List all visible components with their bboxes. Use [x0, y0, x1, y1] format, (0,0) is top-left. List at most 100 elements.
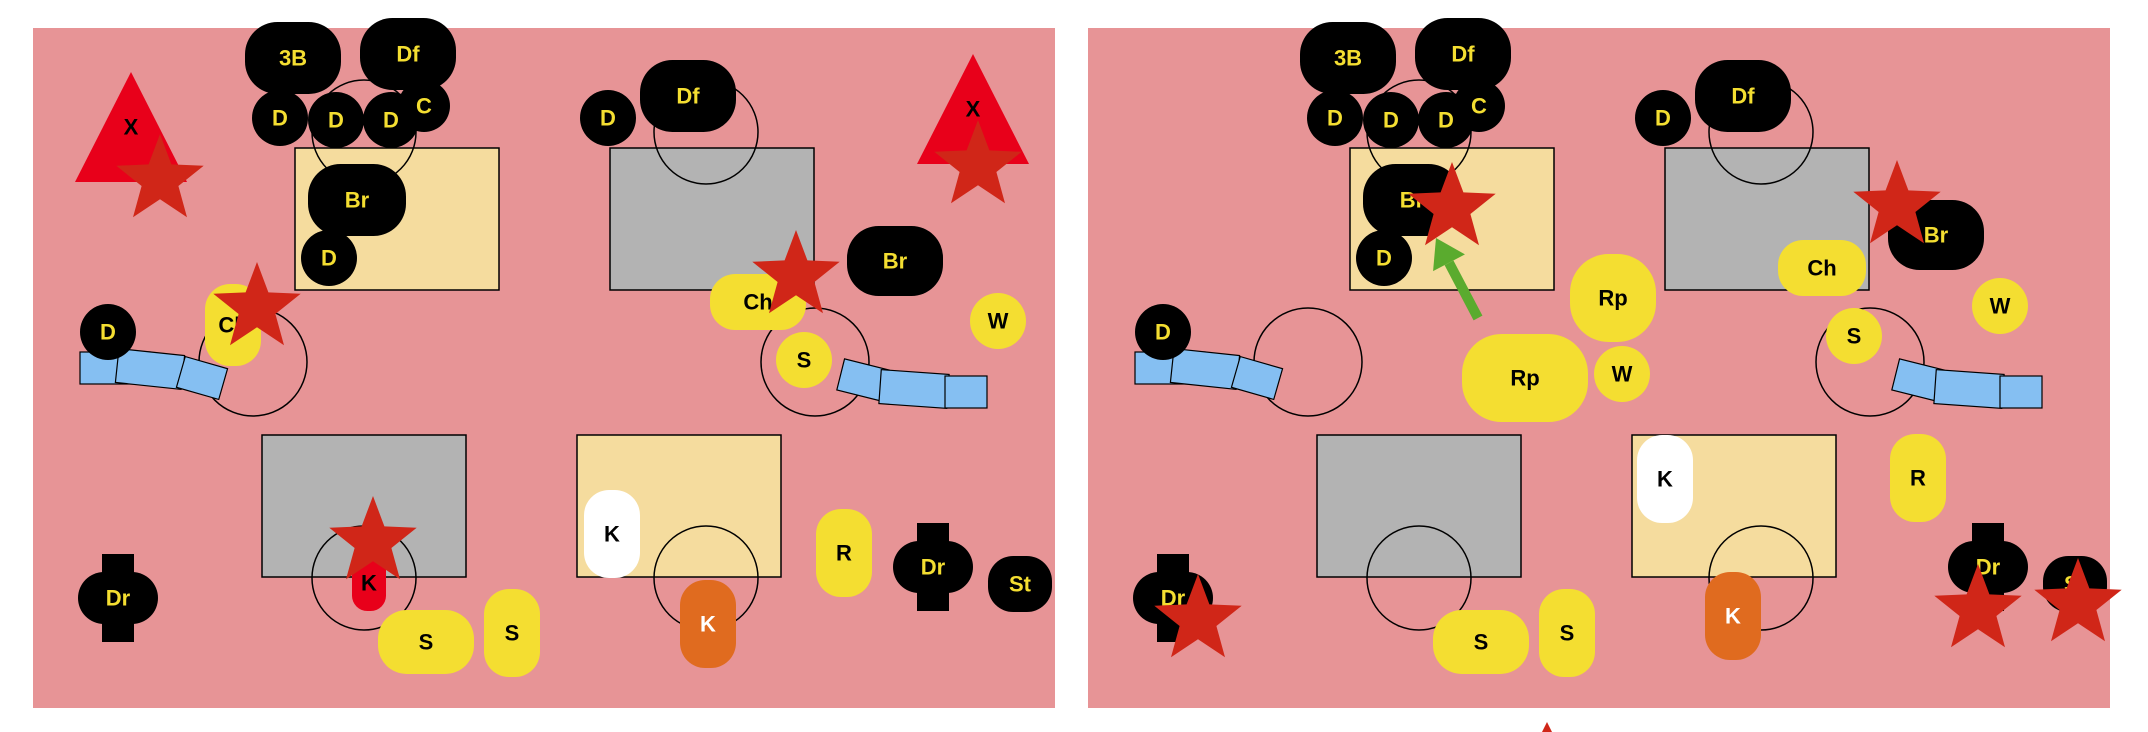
star-icon	[329, 496, 417, 580]
star-icon	[213, 262, 301, 346]
token-body	[245, 22, 341, 94]
token-s-left-19: S	[484, 589, 540, 677]
token-label: Rp	[1598, 286, 1627, 311]
token-label: D	[1376, 246, 1392, 271]
star-icon	[2034, 558, 2122, 642]
arrow-shaft	[1444, 260, 1483, 321]
token-body	[1363, 92, 1419, 148]
token-label: Rp	[1510, 366, 1539, 391]
token-body	[360, 18, 456, 90]
star-icon	[1853, 160, 1941, 244]
token-body	[1635, 90, 1691, 146]
token-d-right-3: D	[1363, 92, 1419, 148]
token-label: W	[1990, 294, 2011, 319]
token-body	[398, 80, 450, 132]
token-body	[1826, 308, 1882, 364]
token-s-left-14: S	[776, 332, 832, 388]
token-d-left-7: D	[301, 230, 357, 286]
token-label: D	[100, 320, 116, 345]
token-body	[1705, 572, 1761, 660]
star-icon	[934, 120, 1022, 204]
token-label: D	[321, 246, 337, 271]
token-body	[776, 332, 832, 388]
token-s-right-16: S	[1826, 308, 1882, 364]
token-k-right-18: K	[1637, 435, 1693, 523]
token-df-right-9: Df	[1695, 60, 1791, 132]
token-br-left-6: Br	[308, 164, 406, 236]
star-icon	[1154, 574, 1242, 658]
bench-block-right-5	[1999, 375, 2043, 409]
token-d-right-8: D	[1635, 90, 1691, 146]
token-r-right-19: R	[1890, 434, 1946, 522]
token-body	[816, 509, 872, 597]
token-s-right-23: S	[1433, 610, 1529, 674]
token-body	[1948, 541, 2028, 593]
token-body	[584, 490, 640, 578]
token-ch-right-11: Ch	[1778, 240, 1866, 296]
token-body	[80, 304, 136, 360]
token-body	[308, 92, 364, 148]
token-body	[580, 90, 636, 146]
token-df-left-9: Df	[640, 60, 736, 132]
token-label: Dr	[106, 586, 131, 611]
token-body	[988, 556, 1052, 612]
token-body	[1594, 346, 1650, 402]
token-label: Br	[883, 249, 908, 274]
token-label: D	[328, 108, 344, 133]
token-body	[1433, 610, 1529, 674]
token-label: 3B	[1334, 46, 1362, 71]
token-label: Dr	[921, 555, 946, 580]
token-label: K	[604, 522, 620, 547]
token-label: D	[1327, 106, 1343, 131]
token-body	[1453, 80, 1505, 132]
edge-pointer-icon	[1542, 722, 1552, 732]
token-k-left-20: K	[584, 490, 640, 578]
token-d-left-8: D	[580, 90, 636, 146]
triangle-icon	[917, 54, 1029, 164]
token-st-left-24: St	[988, 556, 1052, 612]
token-label: S	[419, 630, 434, 655]
token-br-left-10: Br	[847, 226, 943, 296]
token-body	[308, 164, 406, 236]
triangle-label: X	[966, 97, 981, 122]
token-body	[252, 90, 308, 146]
bench-block-right-4	[1933, 369, 2005, 409]
token-w-left-15: W	[970, 293, 1026, 349]
token-c-right-5: C	[1453, 80, 1505, 132]
token-r-left-22: R	[816, 509, 872, 597]
token-body	[1778, 240, 1866, 296]
bench-block-left-5	[944, 375, 988, 409]
token-label: D	[1438, 108, 1454, 133]
token-label: 3B	[279, 46, 307, 71]
token-w-right-17: W	[1972, 278, 2028, 334]
token-c-left-5: C	[398, 80, 450, 132]
token-label: Br	[345, 188, 370, 213]
token-label: R	[1910, 466, 1926, 491]
token-label: Ch	[1807, 256, 1836, 281]
token-body	[78, 572, 158, 624]
token-label: St	[1009, 572, 1032, 597]
token-rp-right-13: Rp	[1570, 254, 1656, 342]
token-rp-right-14: Rp	[1462, 334, 1588, 422]
token-label: S	[1847, 324, 1862, 349]
bench-block-left-4	[878, 369, 950, 409]
token-label: D	[1383, 108, 1399, 133]
token-label: Br	[1924, 223, 1949, 248]
token-body	[1695, 60, 1791, 132]
token-body	[1539, 589, 1595, 677]
token-body	[1972, 278, 2028, 334]
token-label: D	[383, 108, 399, 133]
token-label: Df	[676, 84, 700, 109]
token-body	[1462, 334, 1588, 422]
token-d-left-11: D	[80, 304, 136, 360]
token-label: D	[272, 106, 288, 131]
token-dr-left-23: Dr	[893, 523, 973, 611]
token-label: S	[1474, 630, 1489, 655]
token-df-right-1: Df	[1415, 18, 1511, 90]
token-body	[680, 580, 736, 668]
token-label: D	[1155, 320, 1171, 345]
star-icon	[1934, 564, 2022, 648]
token-body	[484, 589, 540, 677]
token-d-left-2: D	[252, 90, 308, 146]
